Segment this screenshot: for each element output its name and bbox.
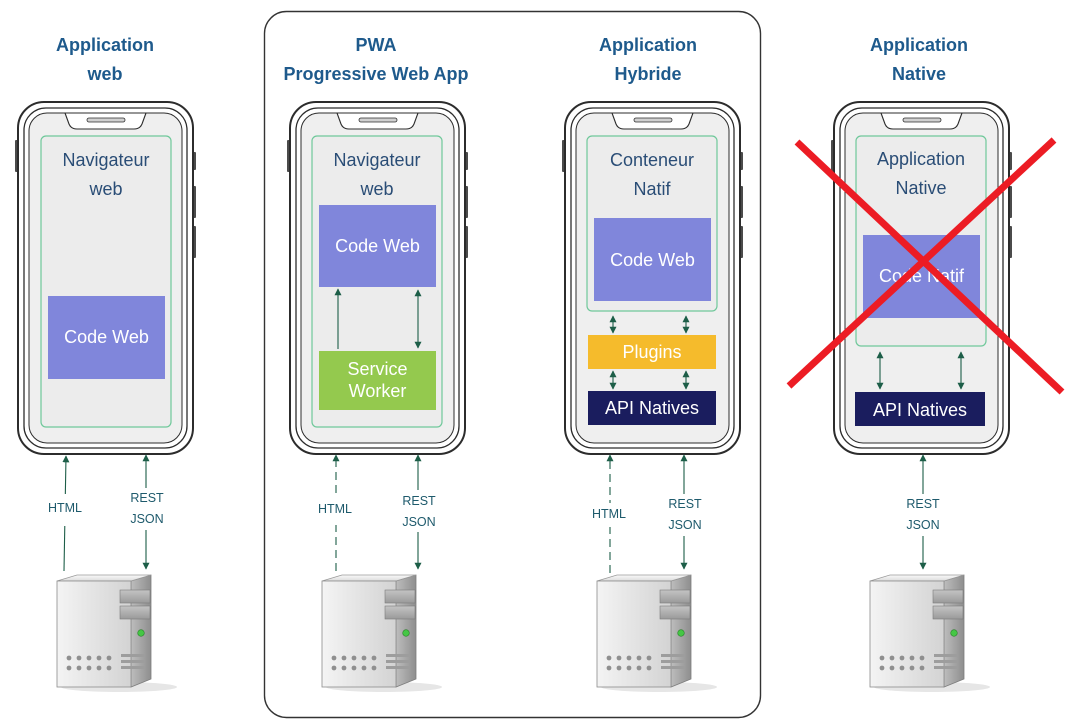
title-line: web xyxy=(87,64,123,84)
html-label: HTML xyxy=(317,502,353,516)
column-title: PWA Progressive Web App xyxy=(266,31,486,89)
rest-json-label: REST JSON xyxy=(402,494,436,529)
api-natives-box xyxy=(588,391,716,425)
screen-label: Application Native xyxy=(876,149,966,198)
code-web-box xyxy=(48,296,165,379)
code-web-label: Code Web xyxy=(64,327,149,347)
title-line: Application xyxy=(599,35,697,55)
code-natif-label: Code Natif xyxy=(878,266,965,286)
title-line: Application xyxy=(870,35,968,55)
column-title: Application Hybride xyxy=(568,31,728,89)
service-worker-label: Service Worker xyxy=(347,359,408,401)
html-label: HTML xyxy=(47,501,83,515)
column-title: Application Native xyxy=(839,31,999,89)
title-line: PWA xyxy=(355,35,397,55)
service-worker-box xyxy=(319,351,436,410)
rest-json-label: REST JSON xyxy=(906,497,940,532)
rest-json-label: REST JSON xyxy=(668,497,702,532)
title-line: Application xyxy=(56,35,154,55)
code-web-box xyxy=(594,218,711,301)
title-line: Progressive Web App xyxy=(283,64,469,84)
server-icon xyxy=(869,574,991,693)
server-icon xyxy=(321,574,443,693)
title-line: Native xyxy=(891,64,947,84)
screen-label: Navigateur web xyxy=(62,150,150,199)
title-line: Hybride xyxy=(614,64,682,84)
server-icon xyxy=(596,574,718,693)
screen-label: Conteneur Natif xyxy=(609,150,695,199)
column-title: Application web xyxy=(25,31,185,89)
screen-label: Navigateur web xyxy=(333,150,421,199)
rest-json-label: REST JSON xyxy=(130,491,164,526)
api-natives-label: API Natives xyxy=(604,398,700,418)
api-natives-label: API Natives xyxy=(872,400,968,420)
pwa-hybride-group-frame xyxy=(263,10,762,719)
code-web-box xyxy=(319,205,436,287)
code-web-label: Code Web xyxy=(335,236,420,256)
code-web-label: Code Web xyxy=(610,250,695,270)
plugins-box xyxy=(588,335,716,369)
server-icon xyxy=(56,574,178,693)
api-natives-box xyxy=(855,392,985,426)
html-label: HTML xyxy=(591,507,627,521)
plugins-label: Plugins xyxy=(622,342,682,362)
